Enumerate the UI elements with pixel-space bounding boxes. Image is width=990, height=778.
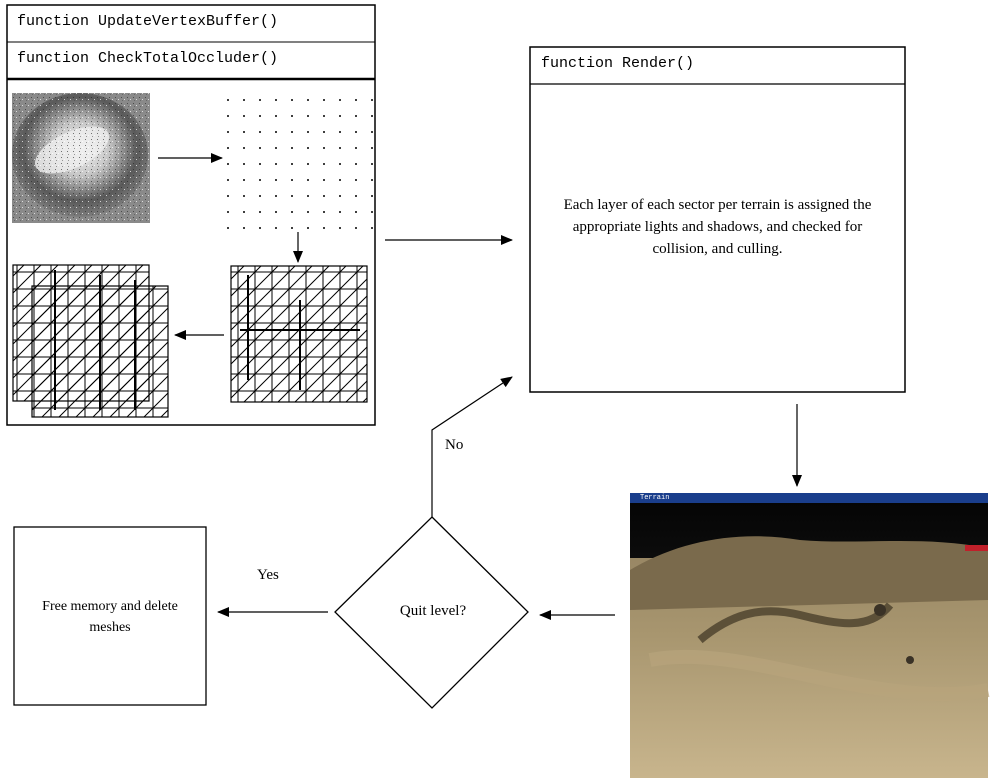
mesh-bold-lines: [240, 275, 360, 390]
decision-diamond: [334, 516, 529, 709]
function-check-total-occluder: function CheckTotalOccluder(): [17, 50, 279, 67]
terrain-screenshot: [630, 493, 990, 778]
layered-meshes: [12, 264, 169, 418]
render-description: Each layer of each sector per terrain is…: [563, 197, 872, 257]
end-box-text: Free memory and delete meshes: [42, 599, 178, 635]
decision-question: Quit level?: [399, 603, 467, 619]
render-box-outline: [529, 46, 906, 393]
no-label: No: [445, 437, 464, 453]
vertex-point-grid: [226, 88, 374, 232]
functions-box-outline: [6, 4, 376, 426]
screenshot-window-title: Terrain: [640, 494, 670, 502]
function-render-title: function Render(): [541, 55, 695, 72]
heightmap-image: [12, 93, 150, 223]
end-box-outline: [13, 526, 207, 706]
arrow-no-branch: [431, 376, 513, 517]
function-update-vertex-buffer: function UpdateVertexBuffer(): [17, 13, 279, 30]
yes-label: Yes: [257, 567, 279, 583]
